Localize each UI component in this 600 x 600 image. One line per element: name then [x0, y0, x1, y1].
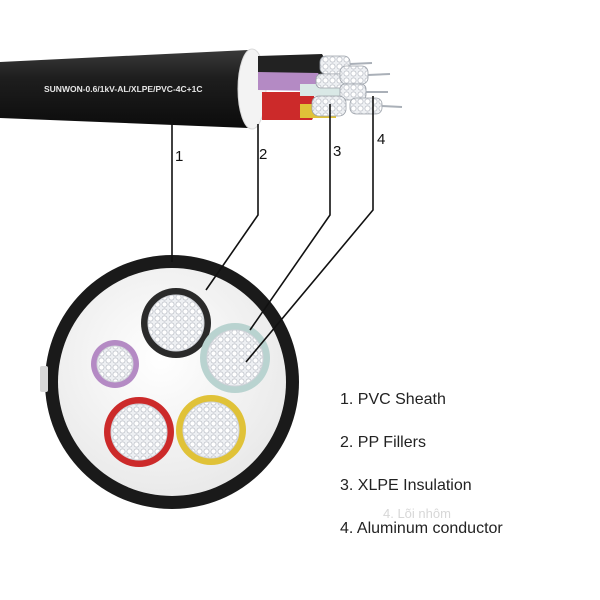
- legend-item-xlpe-insulation: 3. XLPE Insulation: [340, 477, 472, 494]
- leader-line-3: [249, 104, 331, 331]
- legend-item-pvc-sheath: 1. PVC Sheath: [340, 391, 446, 408]
- callout-2: 2: [259, 146, 268, 163]
- leader-lines: [171, 96, 374, 363]
- callout-4: 4: [377, 131, 386, 148]
- cable-side-view: [0, 48, 403, 130]
- legend-item-aluminum-conductor: 4. Aluminum conductor: [340, 520, 503, 537]
- cable-print-text: SUNWON-0.6/1kV-AL/XLPE/PVC-4C+1C: [44, 84, 202, 94]
- legend-item-pp-fillers: 2. PP Fillers: [340, 434, 426, 451]
- cable-cross-section: [40, 255, 299, 509]
- callout-1: 1: [175, 148, 184, 165]
- leader-line-4: [245, 96, 374, 363]
- leader-line-2: [205, 124, 259, 291]
- callout-3: 3: [333, 143, 342, 160]
- watermark-text: 4. Lõi nhôm: [383, 506, 451, 521]
